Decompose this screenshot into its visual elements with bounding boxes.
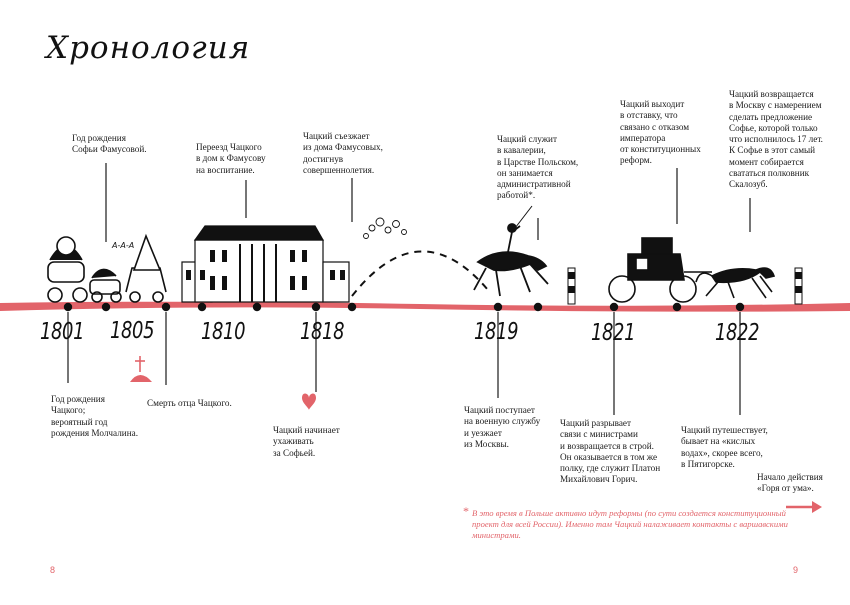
- arrow-right-icon: [786, 501, 822, 513]
- dust-puff: [363, 217, 407, 239]
- year-label: 1819: [474, 319, 519, 345]
- dashed-jump-arc: [351, 250, 489, 297]
- page-number-left: 8: [50, 565, 56, 575]
- year-label: 1805: [110, 318, 155, 344]
- manor-house-illustration: [181, 225, 350, 303]
- page-number-right: 9: [793, 565, 799, 575]
- year-label: 1801: [40, 319, 85, 345]
- event-note: Год рождения Чацкого; вероятный год рожд…: [51, 394, 138, 438]
- event-note: Начало действия «Горя от ума».: [757, 472, 823, 494]
- footnote-text: В это время в Польше активно идут реформ…: [472, 508, 788, 540]
- leader-lines-up: [105, 163, 751, 242]
- prams-illustration: [47, 233, 167, 303]
- event-note: Чацкий съезжает из дома Фамусовых, дости…: [303, 131, 383, 175]
- footnote-star: *: [463, 504, 469, 518]
- running-horse-illustration: [695, 267, 776, 299]
- footnote: * В это время в Польше активно идут рефо…: [463, 505, 792, 541]
- page-title: Хронология: [46, 30, 251, 66]
- baby-sound-label: А-А-А: [111, 241, 134, 250]
- event-note: Чацкий путешествует, бывает на «кислых в…: [681, 425, 768, 469]
- event-note: Чацкий начинает ухаживать за Софьей.: [273, 425, 340, 458]
- heart-icon: [302, 393, 316, 410]
- event-note: Чацкий служит в кавалерии, в Царстве Пол…: [497, 134, 579, 201]
- carriage-illustration: [608, 237, 712, 303]
- cavalry-rider-illustration: [473, 205, 549, 297]
- event-note: Чацкий выходит в отставку, что связано с…: [620, 99, 701, 166]
- event-note: Год рождения Софьи Фамусовой.: [72, 133, 147, 155]
- year-label: 1810: [201, 319, 246, 345]
- year-label: 1822: [715, 320, 760, 346]
- event-note: Чацкий разрывает связи с министрами и во…: [560, 418, 661, 485]
- timeline-dots: [63, 302, 745, 312]
- event-note: Чацкий возвращается в Москву с намерение…: [729, 89, 823, 190]
- border-posts: [567, 267, 803, 305]
- event-note: Переезд Чацкого в дом к Фамусову на восп…: [196, 142, 266, 175]
- event-note: Смерть отца Чацкого.: [147, 398, 232, 408]
- grave-cross-icon: [130, 356, 152, 382]
- timeline-band: [0, 301, 850, 312]
- leader-lines-down: [67, 312, 741, 415]
- year-label: 1821: [591, 320, 636, 346]
- year-label: 1818: [300, 319, 345, 345]
- event-note: Чацкий поступает на военную службу и уез…: [464, 405, 541, 449]
